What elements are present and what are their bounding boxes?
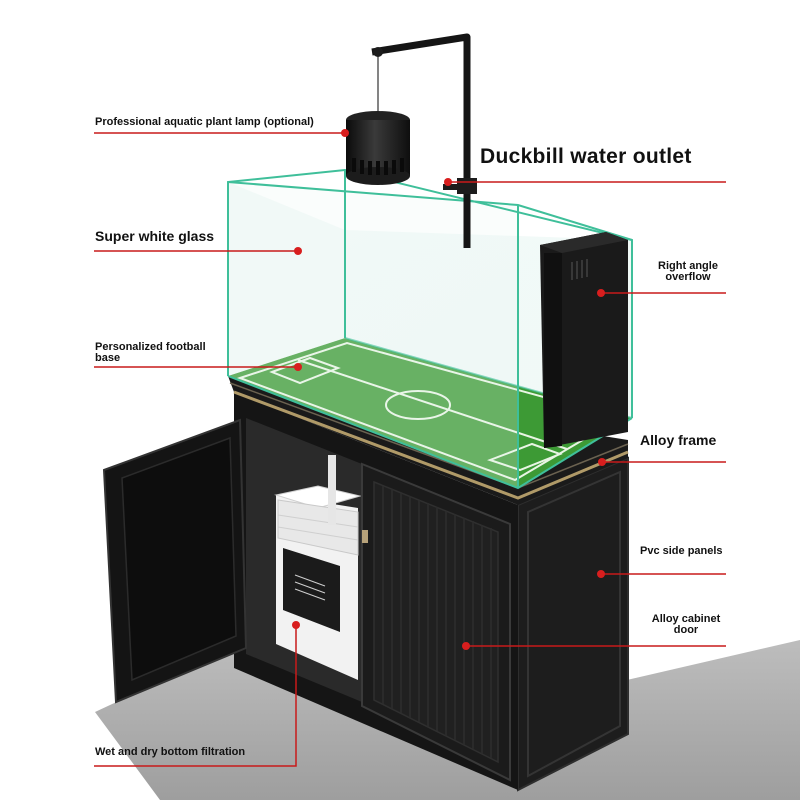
marker-pvc <box>597 570 605 578</box>
overflow-line-2: overflow <box>665 271 711 283</box>
football-base <box>228 338 632 488</box>
label-duckbill-outlet: Duckbill water outlet <box>480 145 692 168</box>
open-left-door <box>102 418 248 704</box>
right-angle-overflow <box>540 232 628 448</box>
marker-frame <box>598 458 606 466</box>
marker-football <box>294 363 302 371</box>
overflow-line-1: Right angle <box>658 260 718 272</box>
label-right-angle-overflow: Right angle overflow <box>648 261 728 283</box>
label-plant-lamp: Professional aquatic plant lamp (optiona… <box>95 116 314 128</box>
door-lock <box>362 530 368 543</box>
marker-glass <box>294 247 302 255</box>
sump-filter <box>274 455 362 680</box>
cabinet <box>102 376 629 792</box>
label-wet-dry-filtration: Wet and dry bottom filtration <box>95 746 246 758</box>
marker-lamp <box>341 129 349 137</box>
leader-line-filtration <box>94 625 297 767</box>
door-line-1: Alloy cabinet <box>651 613 721 625</box>
callout-markers <box>94 129 726 767</box>
label-pvc-side-panels: Pvc side panels <box>640 545 723 557</box>
label-alloy-cabinet-door: Alloy cabinet door <box>646 614 726 636</box>
football-line-2: base <box>95 352 121 364</box>
football-line-1: Personalized football <box>95 341 206 353</box>
label-alloy-frame: Alloy frame <box>640 432 717 448</box>
alloy-cabinet-door <box>361 462 511 782</box>
label-super-white-glass: Super white glass <box>95 228 215 244</box>
marker-overflow <box>597 289 605 297</box>
marker-duckbill <box>444 178 452 186</box>
marker-filtration <box>292 621 300 629</box>
door-line-2: door <box>673 624 699 636</box>
aquatic-plant-lamp <box>346 33 477 248</box>
pvc-side-panel <box>517 456 629 792</box>
marker-door <box>462 642 470 650</box>
glass-tank <box>227 168 633 490</box>
label-football-base: Personalized football base <box>95 342 206 364</box>
